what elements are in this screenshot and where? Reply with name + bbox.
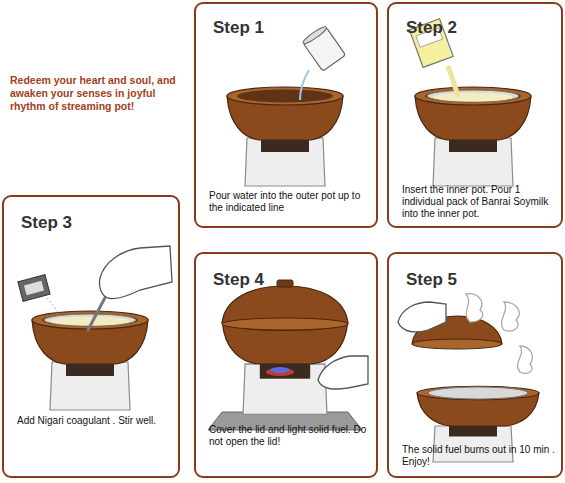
step-instruction: Pour water into the outer pot up to the …	[209, 190, 369, 214]
tagline: Redeem your heart and soul, and awaken y…	[10, 74, 182, 113]
step-heading: Step 2	[406, 18, 457, 38]
step-panel: Step 5 The solid fuel burns out in 10 min…	[387, 252, 563, 478]
step-heading: Step 1	[213, 18, 264, 38]
step-heading: Step 5	[406, 270, 457, 290]
step-instruction: Cover the lid and light solid fuel. Do n…	[209, 424, 371, 448]
step-panel: Step 4 Cover the lid and light solid fuel…	[194, 252, 378, 478]
step-panel: Step 3 Add Nigari coagulant . Stir well.	[2, 195, 180, 478]
step-instruction: Insert the inner pot. Pour 1 individual …	[402, 184, 562, 220]
step-heading: Step 4	[213, 270, 264, 290]
step-instruction: The solid fuel burns out in 10 min . Enj…	[402, 444, 562, 468]
step-instruction: Add Nigari coagulant . Stir well.	[17, 415, 172, 427]
step-panel: Step 2 Insert the inner pot. Pour 1 indiv…	[387, 2, 563, 228]
step-heading: Step 3	[21, 213, 72, 233]
step-panel: Step 1 Pour water into the outer pot up t…	[194, 2, 378, 228]
